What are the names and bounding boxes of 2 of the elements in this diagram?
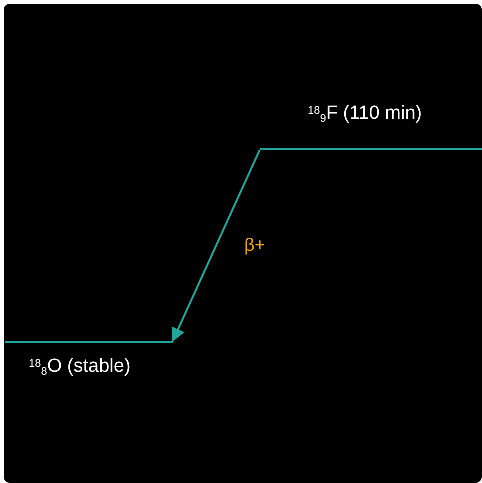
decay-arrow: [172, 150, 261, 342]
edge-label: β+: [244, 234, 266, 257]
